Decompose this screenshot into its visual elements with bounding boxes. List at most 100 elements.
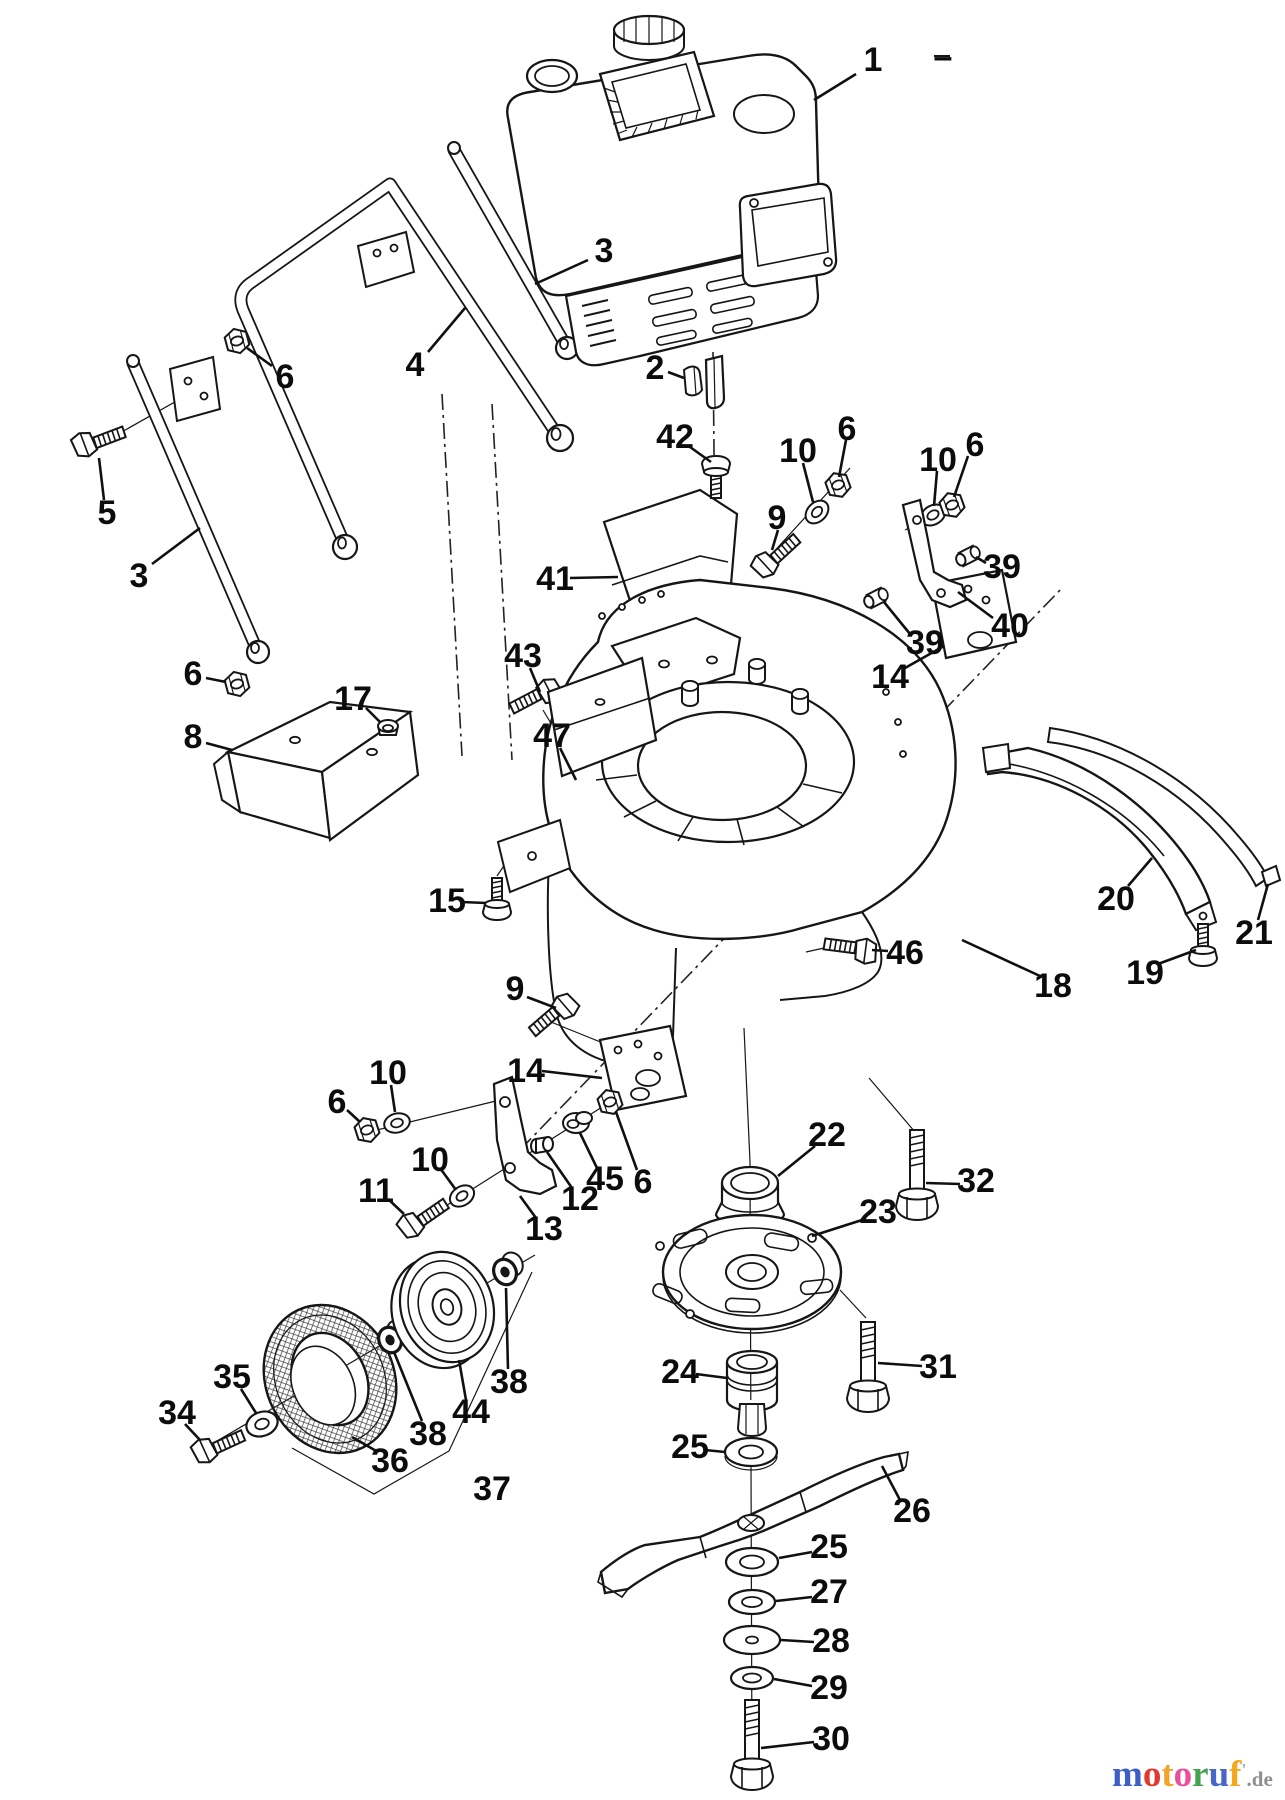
logo-letter: m [1112, 1754, 1143, 1795]
handlebar-drawing [68, 141, 580, 700]
part-label-41: 41 [536, 560, 574, 598]
leader-line [389, 1084, 397, 1113]
leader-line [780, 1638, 815, 1644]
part-label-19: 19 [1126, 954, 1164, 992]
leader-line [1157, 948, 1197, 966]
leader-line [775, 1595, 813, 1603]
part-label-38: 38 [490, 1363, 528, 1401]
leader-line [346, 1109, 361, 1123]
leader-line [438, 1167, 458, 1191]
leader-line [518, 1195, 538, 1219]
logo-letter: o [1142, 1754, 1162, 1795]
part-label-11: 11 [358, 1172, 394, 1210]
leader-line [871, 948, 889, 953]
logo-letter: u [1208, 1754, 1230, 1795]
leader-line [1127, 857, 1153, 887]
part-label-47: 47 [533, 717, 571, 755]
logo-letter: r [1192, 1754, 1209, 1795]
leader-line [205, 676, 227, 684]
logo-tick: ' [1241, 1760, 1247, 1780]
part-label-9: 9 [768, 499, 787, 537]
leader-line [614, 1111, 639, 1171]
leader-line [97, 457, 106, 501]
part-label-10: 10 [369, 1054, 407, 1092]
leader-line [837, 439, 848, 478]
leader-line [534, 258, 589, 286]
leader-line [457, 1359, 468, 1401]
leader-line [151, 526, 201, 566]
motoruf-logo: motoruf'.de [1112, 1750, 1285, 1799]
part-label-28: 28 [812, 1622, 850, 1660]
leader-line [1256, 883, 1270, 921]
logo-suffix: .de [1246, 1767, 1273, 1791]
leader-line [504, 1287, 510, 1370]
leader-line [239, 1388, 258, 1414]
leader-line [558, 747, 578, 781]
part-label-6: 6 [328, 1083, 347, 1121]
part-label-42: 42 [656, 418, 694, 456]
lower-bracket-drawing [351, 988, 688, 1244]
leader-line [246, 346, 273, 368]
leader-line [778, 1550, 813, 1560]
part-label-14: 14 [507, 1052, 545, 1090]
part-label-10: 10 [411, 1141, 449, 1179]
part-label-39: 39 [983, 548, 1021, 586]
part-label-20: 20 [1097, 880, 1135, 918]
leader-line [932, 470, 939, 507]
part-label-12: 12 [561, 1180, 599, 1218]
part-label-22: 22 [808, 1116, 846, 1154]
part-label-14: 14 [871, 658, 909, 696]
part-label-43: 43 [504, 637, 542, 675]
part-label-31: 31 [919, 1348, 957, 1386]
part-label-15: 15 [428, 882, 466, 920]
part-label-46: 46 [886, 934, 924, 972]
part-label-1: 1 [864, 41, 883, 79]
logo-letter: o [1173, 1754, 1193, 1795]
part-label-35: 35 [213, 1358, 251, 1396]
leader-line [801, 462, 815, 503]
deflector-drawing [212, 700, 420, 843]
leader-line [704, 1448, 726, 1454]
part-label-3: 3 [595, 232, 614, 270]
part-label-6: 6 [276, 358, 295, 396]
part-label-13: 13 [525, 1210, 563, 1248]
part-label-6: 6 [634, 1163, 653, 1201]
part-label-10: 10 [919, 441, 957, 479]
wheel-drawing [188, 1250, 524, 1468]
part-label-38: 38 [409, 1415, 447, 1453]
leader-line [578, 1132, 599, 1169]
part-label-32: 32 [957, 1162, 995, 1200]
motoruf-logo-text: motoruf [1112, 1754, 1242, 1795]
leader-line [957, 590, 994, 620]
part-label-10: 10 [779, 432, 817, 470]
part-label-18: 18 [1034, 967, 1072, 1005]
leader-line [526, 995, 557, 1010]
part-label-44: 44 [452, 1393, 490, 1431]
part-label-6: 6 [966, 426, 985, 464]
part-label-6: 6 [184, 655, 203, 693]
deck-drawing [496, 578, 957, 1068]
leader-line [541, 1069, 603, 1080]
leader-line [952, 455, 970, 498]
part-label-34: 34 [158, 1394, 196, 1432]
part-label-27: 27 [810, 1573, 848, 1611]
part-label-6: 6 [838, 410, 857, 448]
leader-line [387, 1198, 405, 1215]
part-label-2: 2 [646, 349, 665, 387]
leader-line [777, 1144, 816, 1178]
leader-line [975, 555, 987, 565]
leader-line [184, 1423, 201, 1441]
part-label-37: 37 [473, 1470, 511, 1508]
part-label-5: 5 [98, 494, 117, 532]
upper-bracket-drawing [747, 468, 1018, 660]
part-label-3: 3 [130, 557, 149, 595]
leader-line [877, 1361, 923, 1368]
leader-line [205, 741, 233, 752]
leader-line [461, 900, 487, 905]
part-label-9: 9 [506, 970, 525, 1008]
leader-line [925, 1181, 961, 1186]
part-label-40: 40 [991, 607, 1029, 645]
part-label-29: 29 [810, 1669, 848, 1707]
part-label-26: 26 [893, 1492, 931, 1530]
